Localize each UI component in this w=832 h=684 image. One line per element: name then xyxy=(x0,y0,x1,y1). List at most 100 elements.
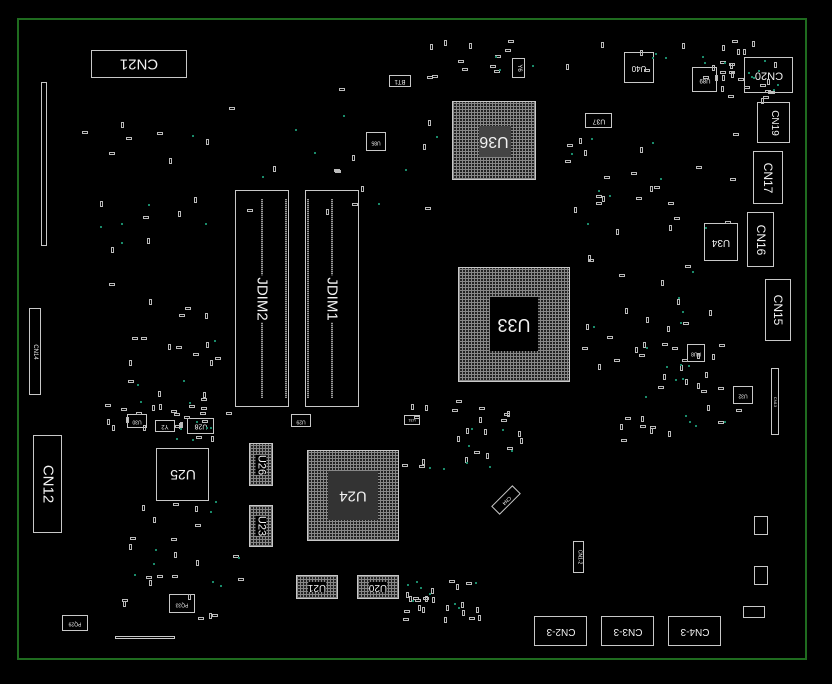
chip-pq33[interactable]: PQ33 xyxy=(169,594,195,613)
smd-pad xyxy=(402,617,409,621)
smd-pad xyxy=(477,615,481,622)
connector-cn2-3[interactable]: CN2-3 xyxy=(534,616,587,646)
smd-pad xyxy=(351,154,355,161)
smd-pad xyxy=(479,407,486,411)
chip-u20[interactable]: U20 xyxy=(357,575,399,599)
smd-pad xyxy=(431,596,435,603)
smd-pad xyxy=(584,150,588,157)
smd-pad xyxy=(566,143,573,147)
smd-pad xyxy=(761,98,765,105)
smd-pad xyxy=(204,312,208,319)
smd-pad xyxy=(595,194,602,198)
smd-pad xyxy=(727,95,734,99)
via xyxy=(651,142,654,145)
via xyxy=(416,581,419,584)
smd-pad xyxy=(640,49,643,56)
pcb-board-outline xyxy=(17,18,807,660)
chip-u36[interactable]: U36 xyxy=(452,101,536,180)
smd-pad xyxy=(143,425,147,432)
smd-pad xyxy=(461,67,468,71)
smd-pad xyxy=(712,65,716,72)
chip-u24[interactable]: U24 xyxy=(307,450,399,541)
smd-pad xyxy=(417,604,421,611)
via xyxy=(753,77,756,80)
chip-u85[interactable]: U85 xyxy=(366,132,386,151)
via xyxy=(191,439,194,442)
chip-u34[interactable]: U34 xyxy=(704,223,738,261)
smd-pad xyxy=(179,314,186,318)
smd-pad xyxy=(177,211,181,218)
connector-cn17[interactable]: CN17 xyxy=(753,151,783,204)
smd-pad xyxy=(452,409,459,413)
smd-pad xyxy=(351,202,358,206)
cn3-3-label: CN3-3 xyxy=(613,626,642,637)
crystal-y2[interactable]: Y2 xyxy=(155,420,175,432)
jdim2-label: JDIM2 xyxy=(252,274,272,323)
battery-bt1[interactable]: BT1 xyxy=(389,75,411,87)
smd-pad xyxy=(682,321,689,325)
via xyxy=(412,600,415,603)
via xyxy=(644,396,647,399)
connector-cn21[interactable]: CN21 xyxy=(91,50,187,78)
chip-u31[interactable]: U31 xyxy=(404,415,420,425)
crystal-y6[interactable]: Y6 xyxy=(512,58,525,78)
via xyxy=(660,178,663,181)
chip-pq29[interactable]: PQ29 xyxy=(62,615,88,631)
smd-pad xyxy=(209,612,213,619)
smd-pad xyxy=(485,452,489,459)
smd-pad xyxy=(159,403,163,410)
smd-pad xyxy=(211,435,215,442)
chip-u33[interactable]: U33 xyxy=(458,267,570,382)
connector-cn12[interactable]: CN12 xyxy=(33,435,62,533)
pq29-label: PQ29 xyxy=(68,620,82,627)
smd-pad xyxy=(272,165,276,172)
via xyxy=(499,69,502,72)
memory-slot-jdim1[interactable]: JDIM1 xyxy=(305,190,359,407)
chip-u21[interactable]: U21 xyxy=(296,575,338,599)
connector-cn14[interactable]: CN14 xyxy=(29,308,41,395)
connector-cn13[interactable]: CN13 xyxy=(771,368,779,435)
connector-cn3-3[interactable]: CN3-3 xyxy=(601,616,654,646)
via xyxy=(313,152,316,155)
via xyxy=(457,607,460,610)
smd-pad xyxy=(183,415,190,419)
chip-u25[interactable]: U25 xyxy=(156,448,209,501)
via xyxy=(695,425,698,428)
smd-pad xyxy=(759,84,766,88)
chip-u32[interactable]: U32 xyxy=(733,386,753,404)
smd-pad xyxy=(469,43,473,50)
smd-pad xyxy=(685,265,692,269)
chip-u23[interactable]: U23 xyxy=(249,505,273,547)
smd-pad xyxy=(212,614,219,618)
smd-pad xyxy=(148,299,152,306)
smd-pad xyxy=(673,217,680,221)
via xyxy=(154,548,157,551)
smd-pad xyxy=(109,151,116,155)
smd-pad xyxy=(596,202,603,206)
chip-pu8[interactable]: PU8 xyxy=(687,344,705,362)
smd-pad xyxy=(205,341,209,348)
y2-label: Y2 xyxy=(161,423,169,429)
chip-u29[interactable]: U29 xyxy=(291,414,311,427)
smd-pad xyxy=(171,574,178,578)
smd-pad xyxy=(639,353,646,357)
smd-pad xyxy=(156,132,163,136)
connector-cn16[interactable]: CN16 xyxy=(747,212,774,267)
connector-cn4-3[interactable]: CN4-3 xyxy=(668,616,721,646)
connector-cn15[interactable]: CN15 xyxy=(765,279,791,341)
smd-pad xyxy=(744,86,751,90)
smd-pad xyxy=(106,419,110,426)
chip-u28[interactable]: U28 xyxy=(187,418,214,434)
connector-cn19[interactable]: CN19 xyxy=(757,102,790,143)
chip-u40[interactable]: U40 xyxy=(624,52,654,83)
memory-slot-jdim2[interactable]: JDIM2 xyxy=(235,190,289,407)
chip-u89[interactable]: U89 xyxy=(692,67,717,92)
via xyxy=(510,449,513,452)
footprint xyxy=(754,516,768,535)
chip-u37[interactable]: U37 xyxy=(585,113,612,128)
connector-cn1-2[interactable]: CN1-2 xyxy=(573,541,584,573)
chip-u26[interactable]: U26 xyxy=(249,443,273,486)
smd-pad xyxy=(494,69,501,73)
smd-pad xyxy=(140,336,147,340)
via xyxy=(763,60,766,63)
